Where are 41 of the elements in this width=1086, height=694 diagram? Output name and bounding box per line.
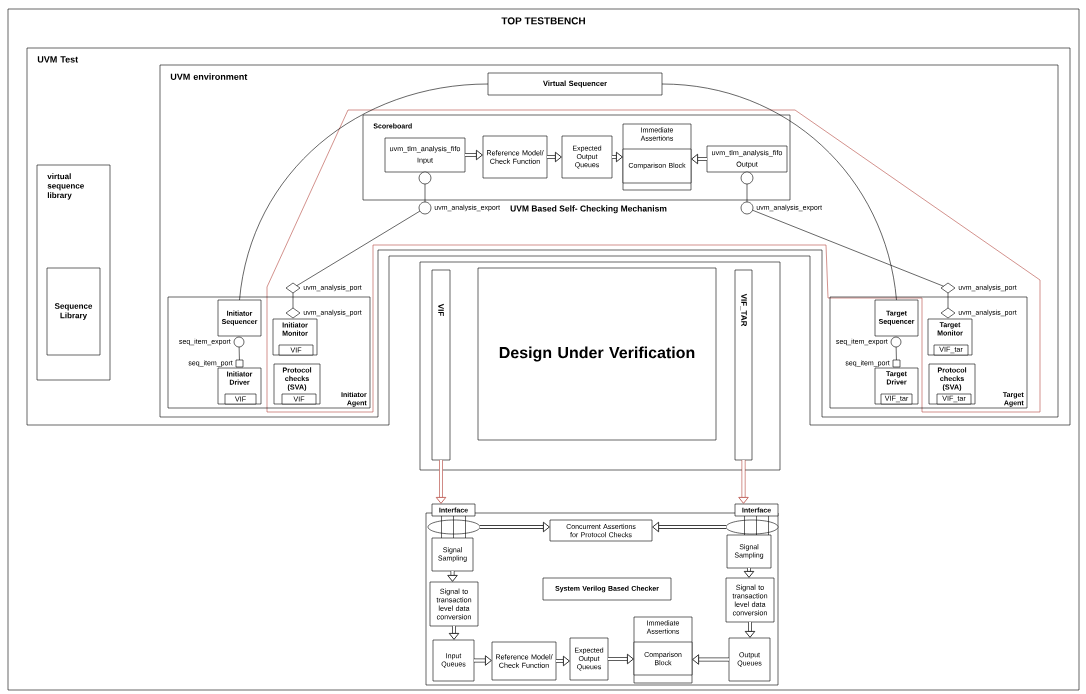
block-arrow	[465, 149, 483, 161]
connector-line	[296, 210, 421, 286]
block-arrow	[744, 622, 756, 638]
block-arrow	[447, 571, 458, 582]
dut-box: Design Under Verification	[477, 267, 717, 441]
mechanism-caption: UVM Based Self- Checking Mechanism	[510, 205, 667, 214]
connector-line	[746, 183, 748, 203]
checker-frame	[425, 512, 779, 686]
connector-line	[768, 515, 769, 536]
interface-bar: VIF	[431, 269, 451, 461]
block-arrow	[556, 655, 570, 667]
connector-line	[441, 515, 442, 539]
block-arrow	[612, 151, 623, 163]
connector-line	[661, 83, 897, 301]
interface-bar: VIF_TAR	[734, 269, 753, 461]
block-arrow	[480, 521, 550, 533]
dut-frame	[419, 261, 781, 471]
block-arrow	[608, 653, 634, 665]
connector-line	[756, 515, 757, 536]
connector-line	[895, 346, 897, 361]
block-arrow	[692, 654, 729, 665]
connector-line	[465, 515, 466, 539]
block-arrow	[738, 460, 749, 504]
connector-line	[424, 183, 426, 203]
block-arrow	[435, 460, 447, 504]
connector-line	[947, 292, 949, 309]
block-arrow	[448, 626, 460, 640]
connector-line	[752, 209, 944, 287]
connector-line	[744, 515, 745, 536]
block-arrow	[474, 655, 492, 666]
connector-line	[453, 515, 454, 539]
connector-line	[292, 292, 294, 309]
block-arrow	[743, 568, 755, 578]
sampling-ellipse	[725, 519, 779, 535]
sampling-ellipse	[427, 519, 481, 535]
block-arrow	[547, 151, 562, 163]
connector-line	[238, 346, 240, 361]
process-box: Sequence Library	[46, 267, 101, 356]
block-arrow	[691, 153, 707, 165]
block-arrow	[652, 521, 726, 533]
connector-line	[239, 83, 489, 301]
